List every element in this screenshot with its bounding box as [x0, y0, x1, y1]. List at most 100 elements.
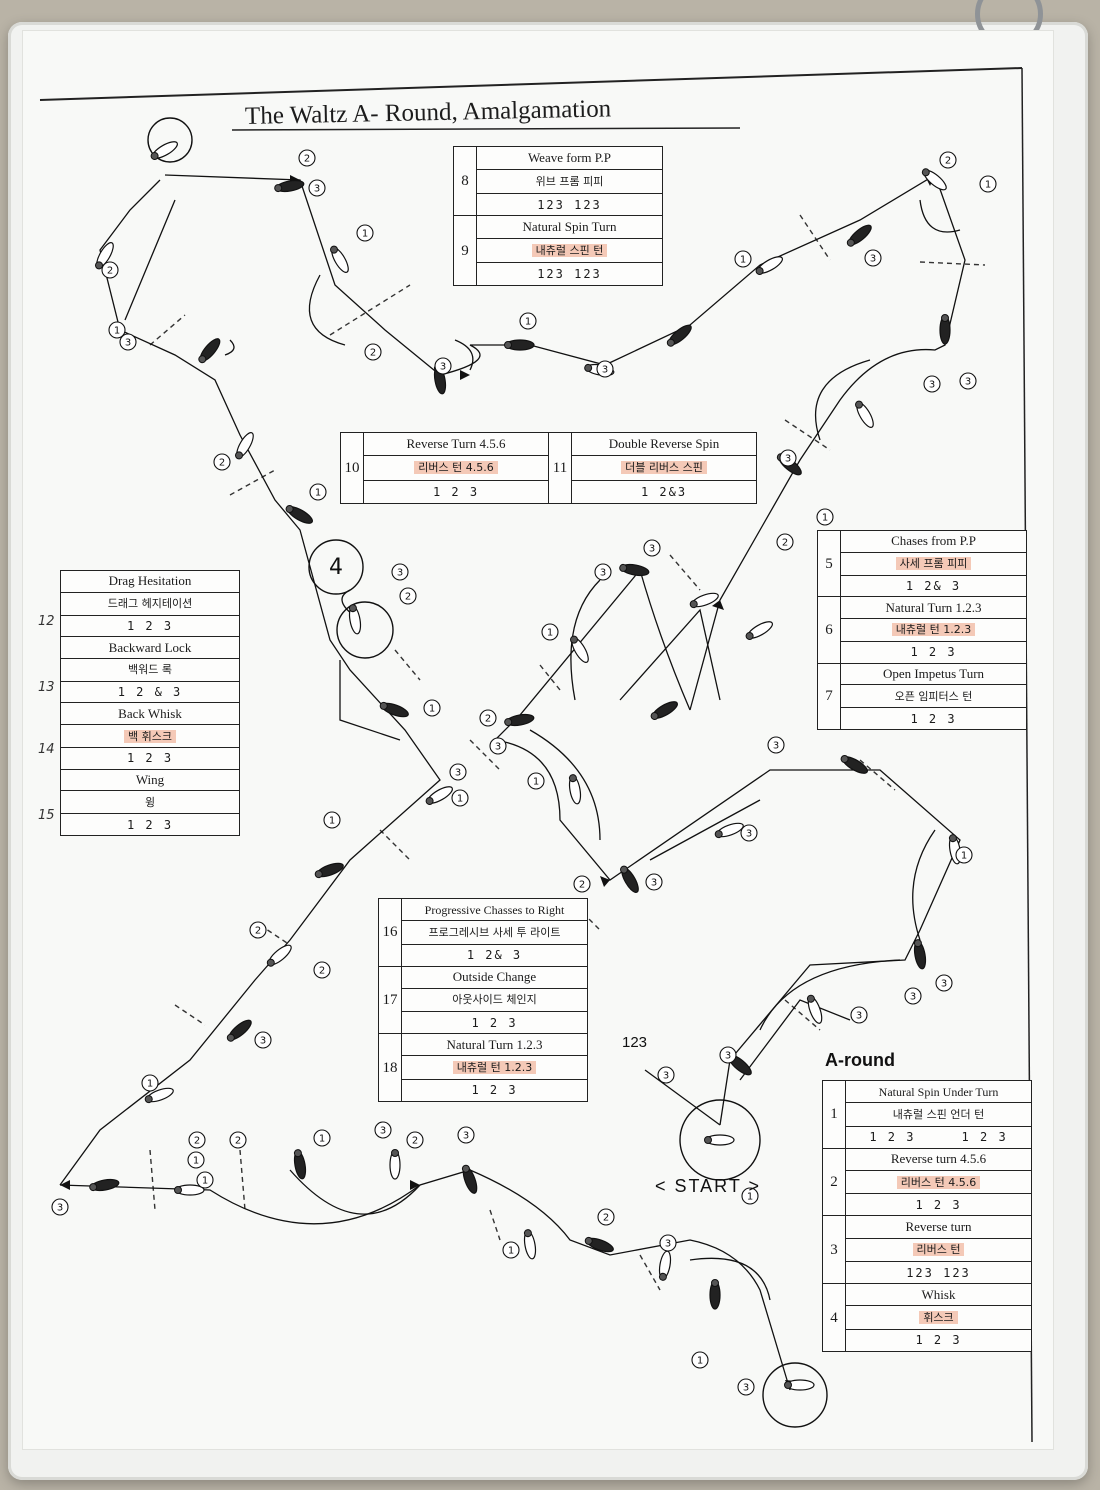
- foot-icon: [806, 994, 823, 1024]
- figure-count: 1 2&3: [571, 479, 757, 505]
- step-marker-label: 2: [304, 154, 310, 165]
- figure-number: 10: [340, 432, 364, 504]
- step-marker-circle: [767, 736, 785, 754]
- step-marker-circle: [741, 1187, 759, 1205]
- figure-name-ko: 휘스크: [919, 1311, 958, 1325]
- foot-icon: [568, 774, 582, 805]
- figure-name-ko: 리버스 턴: [912, 1243, 965, 1257]
- step-marker-label: 3: [773, 741, 779, 752]
- figure-number: 8: [453, 145, 477, 217]
- foot-icon: [709, 1279, 721, 1310]
- figure-number: 5: [817, 529, 841, 598]
- step-marker-circle: [457, 1126, 475, 1144]
- step-marker-label: 1: [740, 255, 746, 266]
- figure-name-en: Natural Turn 1.2.3: [401, 1033, 588, 1057]
- foot-icon: [314, 862, 344, 879]
- figure-number: 12: [38, 614, 55, 629]
- step-marker-circle: [904, 987, 922, 1005]
- figure-table-12-15: Drag Hesitation 드래그 헤지테이션 1 2 3 Backward…: [60, 570, 240, 836]
- figure-name-ko: 내츄럴 턴 1.2.3: [452, 1061, 537, 1075]
- step-marker-circle: [734, 250, 752, 268]
- figure-number: 7: [817, 662, 841, 731]
- step-marker-circle: [850, 1006, 868, 1024]
- step-marker-label: 3: [910, 992, 916, 1003]
- step-marker-label: 3: [929, 380, 935, 391]
- step-marker-label: 2: [219, 458, 225, 469]
- step-marker-circle: [955, 846, 973, 864]
- step-marker-label: 3: [941, 979, 947, 990]
- step-marker-label: 3: [649, 544, 655, 555]
- start-label: < START >: [655, 1176, 762, 1196]
- foot-icon: [274, 179, 305, 193]
- figure-name-ko: 프로그레시브 사세 투 라이트: [428, 925, 561, 939]
- step-marker-label: 2: [603, 1213, 609, 1224]
- figure-name-en: Chases from P.P: [840, 530, 1027, 553]
- figure-name-ko: 내츄럴 스핀 턴: [531, 244, 608, 258]
- step-marker-circle: [816, 508, 834, 526]
- step-marker-circle: [864, 249, 882, 267]
- figure-number: 6: [817, 596, 841, 664]
- step-marker-label: 3: [743, 1383, 749, 1394]
- step-marker-circle: [141, 1074, 159, 1092]
- step-marker-label: 2: [107, 266, 113, 277]
- step-marker-label: 1: [457, 794, 463, 805]
- foot-icon: [650, 701, 678, 720]
- step-marker-circle: [213, 453, 231, 471]
- step-marker-circle: [108, 321, 126, 339]
- step-marker-circle: [313, 1129, 331, 1147]
- foot-icon: [755, 256, 783, 275]
- foot-icon: [619, 563, 650, 577]
- step-marker-circle: [643, 539, 661, 557]
- start-count: 123: [622, 1034, 648, 1051]
- figure-name-en: Natural Spin Turn: [476, 215, 663, 240]
- foot-icon: [620, 865, 639, 893]
- figure-name-ko: 오픈 임피터스 턴: [894, 689, 973, 703]
- step-marker-label: 1: [319, 1134, 325, 1145]
- figure-name-en: Whisk: [845, 1283, 1032, 1307]
- step-marker-label: 1: [315, 488, 321, 499]
- foot-icon: [784, 1379, 815, 1391]
- step-marker-circle: [101, 261, 119, 279]
- step-marker-label: 3: [785, 454, 791, 465]
- figure-count: 1 2 3 1 2 3: [845, 1125, 1032, 1149]
- step-marker-label: 2: [235, 1136, 241, 1147]
- figure-name-ko: 아웃사이드 체인지: [452, 993, 537, 1007]
- step-marker-circle: [298, 149, 316, 167]
- step-marker-label: 3: [663, 1071, 669, 1082]
- step-marker-label: 1: [147, 1079, 153, 1090]
- figure-count: 1 2 3: [60, 813, 240, 836]
- step-marker-circle: [541, 623, 559, 641]
- step-marker-label: 3: [440, 362, 446, 373]
- step-marker-label: 1: [525, 317, 531, 328]
- foot-icon: [658, 1250, 672, 1281]
- step-marker-circle: [313, 961, 331, 979]
- step-marker-circle: [434, 357, 452, 375]
- step-marker-label: 2: [319, 966, 325, 977]
- step-marker-label: 1: [202, 1176, 208, 1187]
- foot-icon: [570, 635, 589, 663]
- foot-icon: [523, 1229, 537, 1260]
- step-marker-circle: [659, 1234, 677, 1252]
- step-marker-circle: [229, 1131, 247, 1149]
- figure-count: 1 2& 3: [401, 943, 588, 967]
- figure-number: 14: [38, 742, 55, 757]
- figure-name-ko: 위브 프롬 피피: [535, 174, 604, 188]
- step-marker-circle: [489, 737, 507, 755]
- figure-name-en: Wing: [60, 768, 240, 792]
- step-marker-circle: [979, 175, 997, 193]
- step-marker-circle: [323, 811, 341, 829]
- step-marker-label: 3: [260, 1036, 266, 1047]
- step-marker-label: 3: [463, 1131, 469, 1142]
- figure-number: 2: [822, 1147, 846, 1217]
- figure-name-en: Drag Hesitation: [60, 570, 240, 593]
- figure-count: 1 2 3: [840, 641, 1027, 664]
- step-marker-circle: [309, 483, 327, 501]
- step-marker-label: 1: [985, 180, 991, 191]
- foot-icon: [235, 432, 254, 460]
- step-marker-label: 1: [114, 326, 120, 337]
- step-marker-circle: [596, 360, 614, 378]
- step-marker-label: 3: [665, 1239, 671, 1250]
- step-marker-circle: [502, 1241, 520, 1259]
